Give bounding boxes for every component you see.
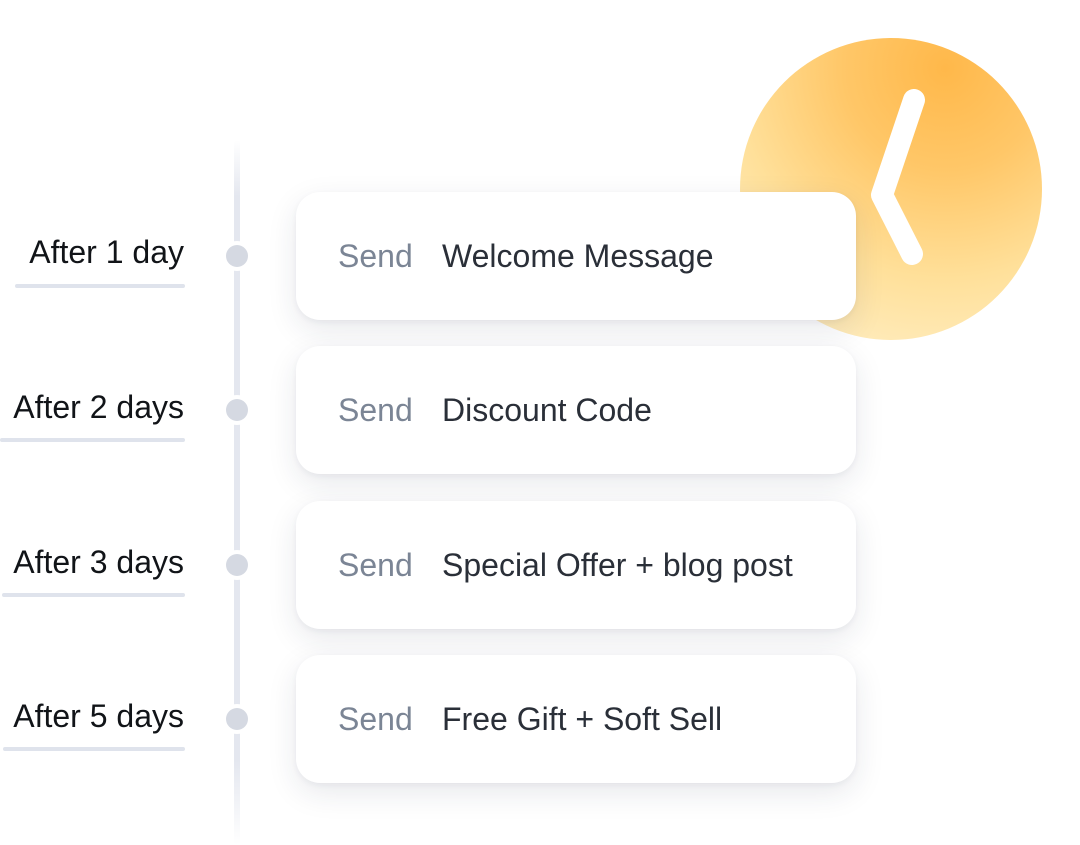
- timeline-dot: [226, 708, 248, 730]
- timeline-dot: [226, 554, 248, 576]
- step-message: Free Gift + Soft Sell: [442, 700, 723, 737]
- delay-label: After 2 days: [13, 389, 184, 425]
- step-card[interactable]: Send Discount Code: [296, 346, 856, 474]
- step-action: Send: [338, 546, 413, 583]
- clock-hands-icon: [871, 89, 925, 265]
- step-action: Send: [338, 700, 413, 737]
- step-message: Discount Code: [442, 391, 652, 428]
- step-message: Special Offer + blog post: [442, 546, 793, 583]
- delay-label: After 1 day: [29, 234, 184, 270]
- timeline-line: [234, 140, 240, 845]
- delay-label: After 3 days: [13, 544, 184, 580]
- step-card[interactable]: Send Special Offer + blog post: [296, 501, 856, 629]
- delay-underline: [2, 593, 185, 597]
- step-card[interactable]: Send Welcome Message: [296, 192, 856, 320]
- timeline-dot: [226, 399, 248, 421]
- step-action: Send: [338, 391, 413, 428]
- timeline-dot: [226, 245, 248, 267]
- delay-underline: [3, 747, 185, 751]
- step-card[interactable]: Send Free Gift + Soft Sell: [296, 655, 856, 783]
- step-action: Send: [338, 237, 413, 274]
- delay-label: After 5 days: [13, 698, 184, 734]
- delay-underline: [15, 284, 185, 288]
- delay-underline: [0, 438, 185, 442]
- step-message: Welcome Message: [442, 237, 714, 274]
